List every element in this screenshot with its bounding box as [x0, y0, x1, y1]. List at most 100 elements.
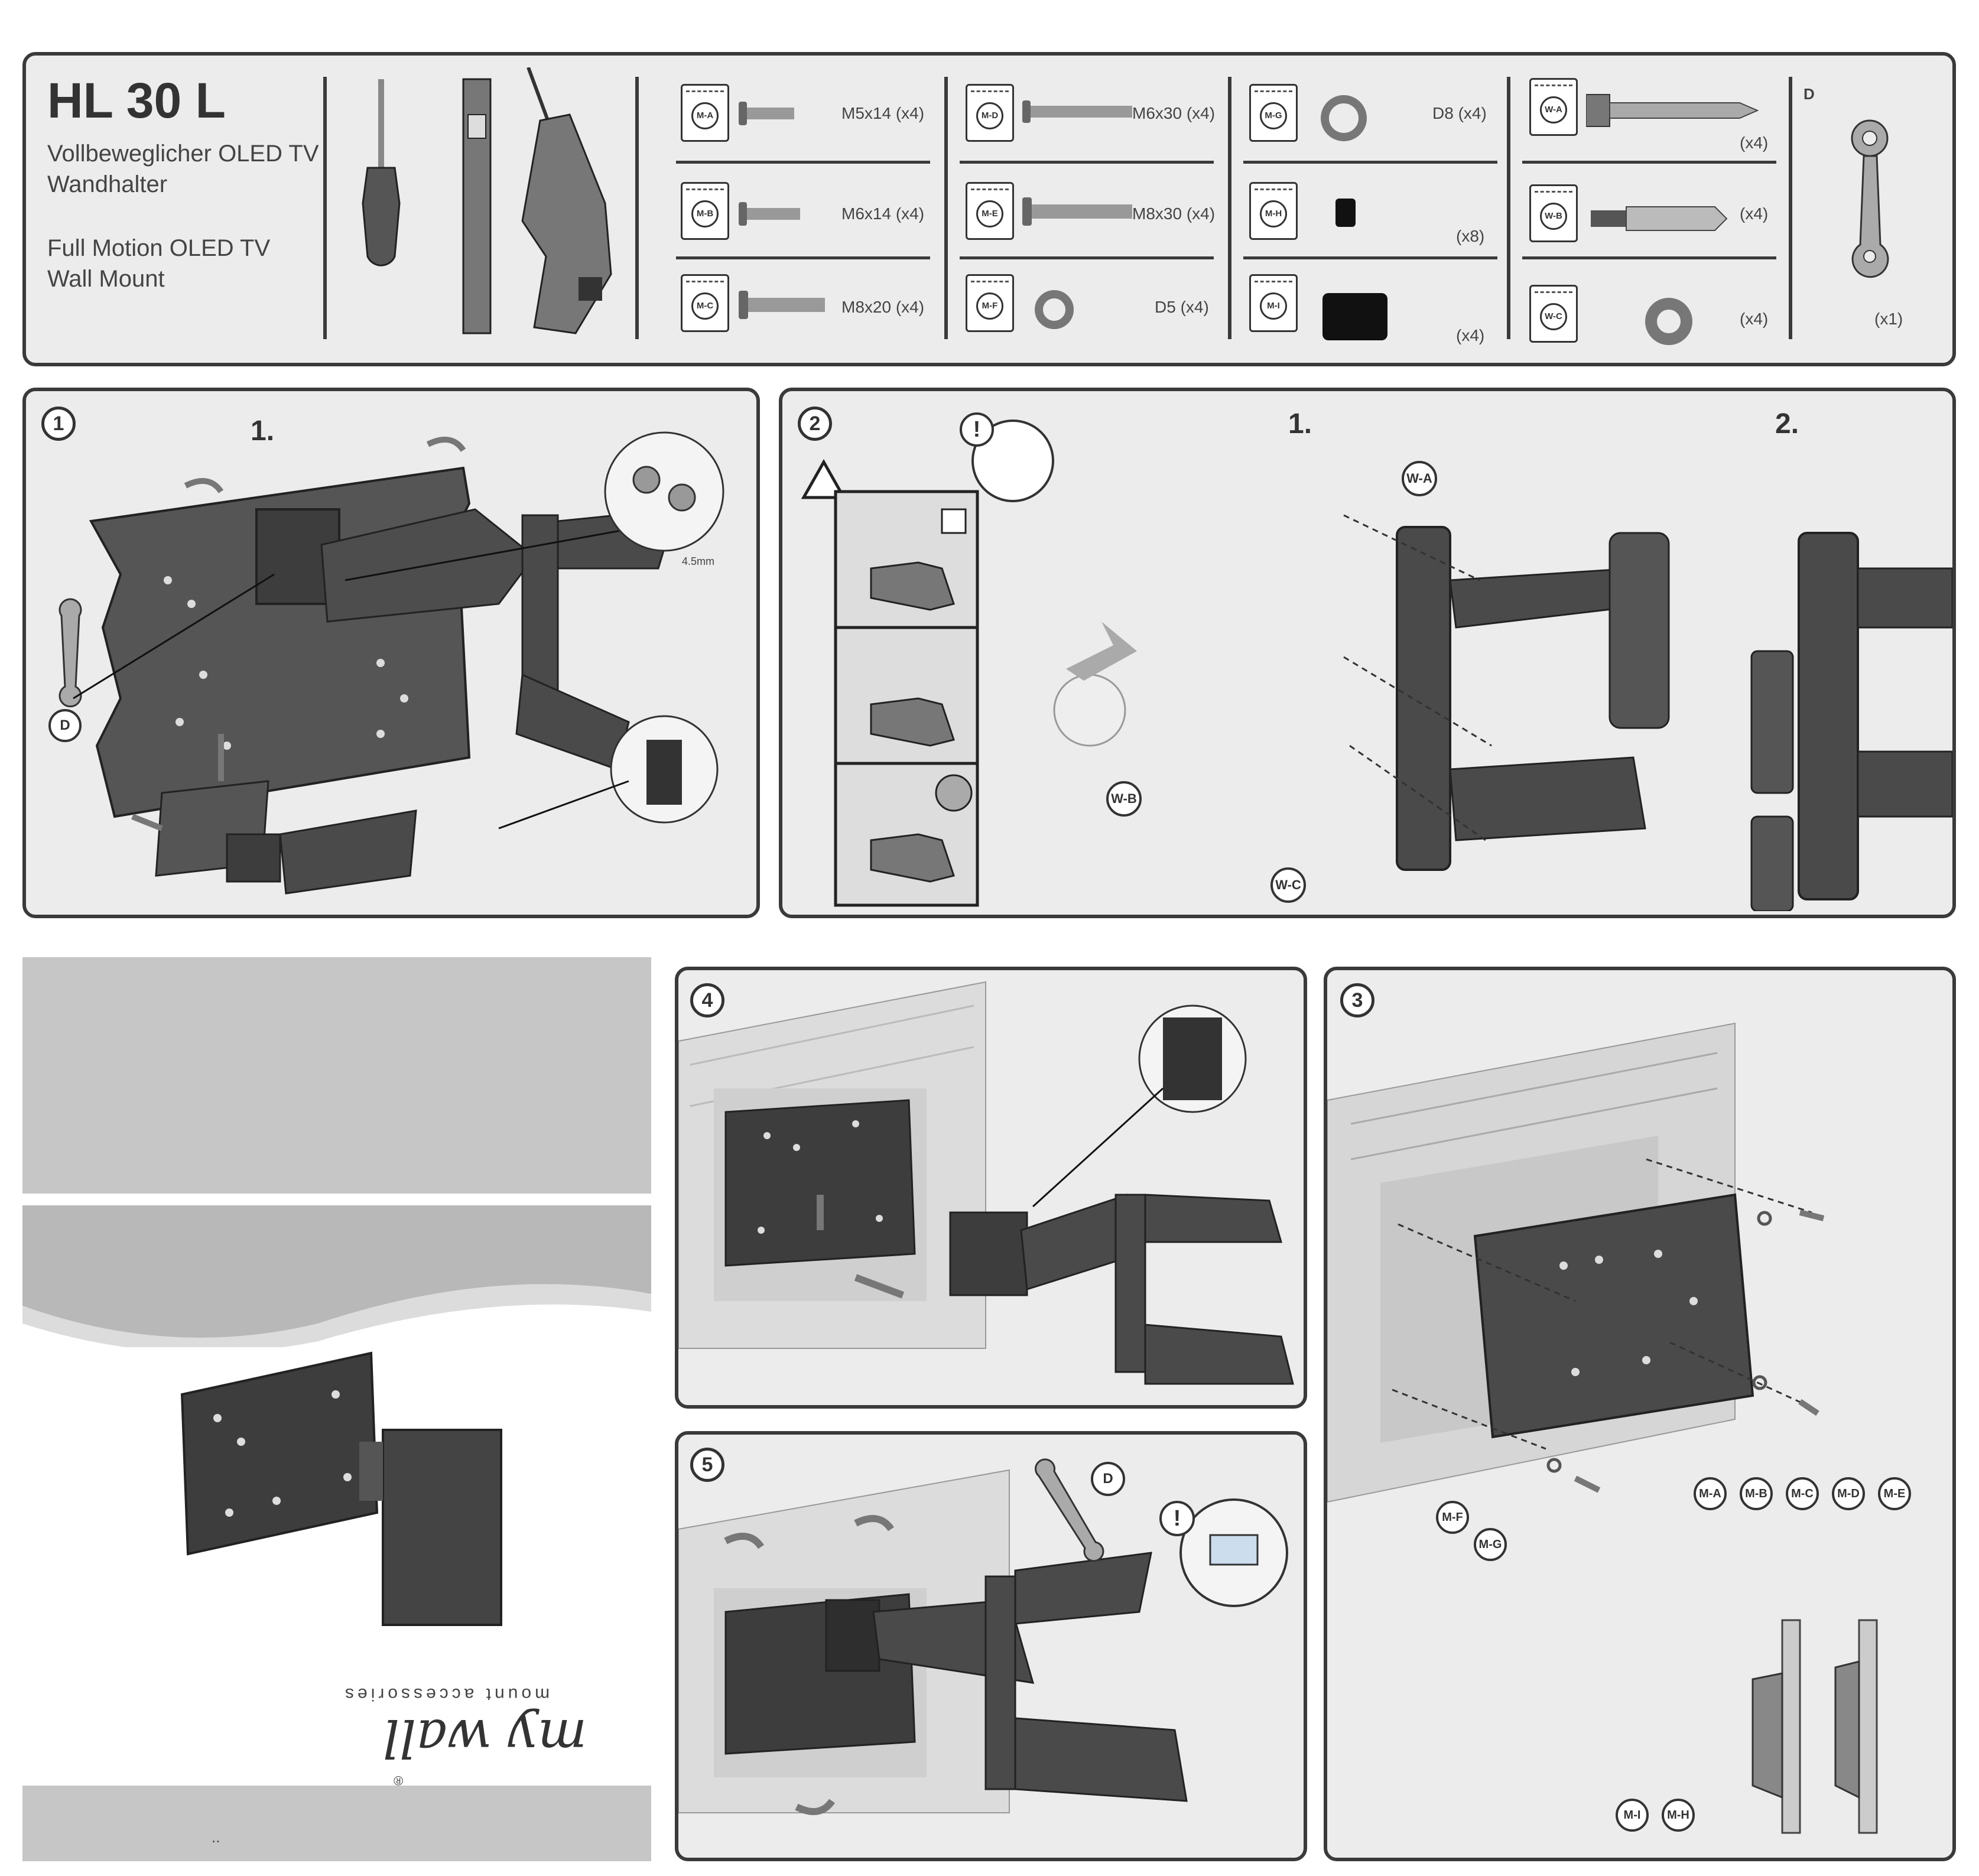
- tv-plate-and-arm-illustration: [59, 431, 724, 895]
- substep-2-label: 2.: [1775, 408, 1799, 440]
- part-bag-m-c: M-C: [681, 274, 729, 332]
- part-bag-m-b: M-B: [681, 182, 729, 240]
- measure-label: 4.5mm: [682, 555, 715, 567]
- row-divider: [960, 161, 1214, 164]
- parts-column-divider-1: [944, 77, 948, 339]
- part-bag-m-d: M-D: [966, 84, 1014, 142]
- warning-icon: [801, 459, 847, 499]
- cover-product-illustration: [180, 1351, 502, 1626]
- parts-column-divider-4: [1789, 77, 1792, 339]
- screw-icon: [739, 202, 800, 226]
- washer-icon: [1645, 298, 1692, 345]
- row-divider: [1522, 161, 1776, 164]
- step-1-panel: 1 1. 2. 4.5mm D: [22, 388, 760, 918]
- substep-1-label: 1.: [251, 415, 275, 447]
- spirit-level-icon: [1209, 1534, 1259, 1566]
- spirit-level-icon: [462, 78, 492, 334]
- row-divider: [676, 256, 930, 259]
- part-label-m-h: (x8): [1456, 227, 1485, 245]
- drill-icon: [870, 697, 955, 747]
- screwdriver-icon: [362, 79, 401, 266]
- warning-callout: !: [1159, 1501, 1195, 1536]
- m-b-callout: M-B: [1740, 1477, 1773, 1510]
- wall-mount-install-illustration: [1053, 514, 1952, 911]
- brand-logo: my wall: [383, 1708, 587, 1768]
- part-label-m-f: D5 (x4): [1155, 298, 1209, 316]
- tool-d-callout: D: [1091, 1462, 1125, 1496]
- part-label-m-c: M8x20 (x4): [841, 298, 925, 316]
- cover-top-band: [22, 957, 651, 1194]
- part-bag-m-h: M-H: [1249, 182, 1298, 240]
- screw-icon: [1022, 100, 1132, 123]
- m-d-callout: M-D: [1832, 1477, 1865, 1510]
- hang-tv-illustration: [678, 981, 1294, 1385]
- part-bag-m-i: M-I: [1249, 274, 1298, 332]
- spacer-icon: [1335, 199, 1356, 227]
- substep-1-label: 1.: [1288, 408, 1312, 440]
- tools-illustration: [362, 67, 612, 334]
- part-bag-m-f: M-F: [966, 274, 1014, 332]
- row-divider: [960, 256, 1214, 259]
- warning-callout: !: [960, 412, 994, 447]
- row-divider: [1243, 256, 1497, 259]
- wrench-icon: [1851, 119, 1889, 278]
- gas-pipe-icon: [935, 774, 973, 812]
- wrench-icon: [59, 598, 82, 708]
- wall-plug-icon: [1591, 206, 1728, 231]
- part-label-m-g: D8 (x4): [1432, 104, 1487, 122]
- screw-icon: [1022, 197, 1132, 226]
- rotate-arrow-icon: [426, 437, 466, 453]
- step-number: 5: [690, 1448, 724, 1482]
- step-number: 4: [690, 983, 724, 1017]
- screw-icon: [739, 291, 825, 319]
- cover-dots: ..: [212, 1828, 220, 1846]
- parts-column-divider-3: [1507, 77, 1510, 339]
- part-code-d: D: [1803, 85, 1815, 103]
- brand-tagline: mount accessories: [342, 1685, 550, 1704]
- screw-icon: [739, 102, 794, 125]
- m-c-callout: M-C: [1786, 1477, 1819, 1510]
- drill-icon: [870, 833, 955, 883]
- cover-footer-band: ..: [22, 1786, 651, 1861]
- wrench-icon: [1035, 1458, 1104, 1562]
- tool-d-callout: D: [48, 709, 82, 742]
- description-de: Vollbeweglicher OLED TV Wandhalter: [47, 141, 319, 197]
- part-label-d: (x1): [1874, 310, 1903, 328]
- part-label-m-a: M5x14 (x4): [841, 104, 925, 122]
- part-label-w-a: (x4): [1740, 134, 1769, 152]
- washer-icon: [1035, 290, 1074, 329]
- m-g-callout: M-G: [1474, 1528, 1507, 1561]
- w-a-callout: W-A: [1402, 461, 1437, 496]
- part-label-m-e: M8x30 (x4): [1132, 204, 1216, 223]
- brick-wall-icon: [1053, 674, 1126, 747]
- m-h-callout: M-H: [1662, 1799, 1695, 1832]
- rotate-arrow-icon: [184, 478, 224, 494]
- step-number: 1: [41, 407, 76, 441]
- step-number: 3: [1340, 983, 1374, 1017]
- part-bag-m-g: M-G: [1249, 84, 1298, 142]
- header-divider: [323, 77, 327, 339]
- tighten-screws-illustration: [678, 1458, 1288, 1815]
- w-c-callout: W-C: [1270, 867, 1306, 903]
- model-title: HL 30 L: [47, 73, 226, 128]
- part-label-m-i: (x4): [1456, 326, 1485, 344]
- part-bag-w-b: W-B: [1529, 184, 1578, 242]
- row-divider: [676, 161, 930, 164]
- part-label-w-c: (x4): [1740, 310, 1769, 328]
- lag-bolt-icon: [1586, 94, 1759, 127]
- cover-wave: [22, 1205, 651, 1347]
- drill-icon: [870, 561, 955, 611]
- part-label-m-b: M6x14 (x4): [841, 204, 925, 223]
- rotate-arrow-icon: [724, 1533, 764, 1549]
- w-b-callout: W-B: [1106, 781, 1142, 817]
- m-e-callout: M-E: [1878, 1477, 1911, 1510]
- rotate-arrow-icon: [795, 1799, 835, 1815]
- step-5-panel: 5 D !: [675, 1431, 1307, 1861]
- parts-column-divider-2: [1228, 77, 1231, 339]
- part-label-m-d: M6x30 (x4): [1132, 104, 1216, 122]
- step-2-panel: 2 1. 2. ! W-A W-B W-C: [779, 388, 1956, 918]
- step-4-panel: 4: [675, 967, 1307, 1409]
- socket-icon: [941, 508, 967, 534]
- drill-icon: [521, 67, 612, 334]
- part-bag-m-e: M-E: [966, 182, 1014, 240]
